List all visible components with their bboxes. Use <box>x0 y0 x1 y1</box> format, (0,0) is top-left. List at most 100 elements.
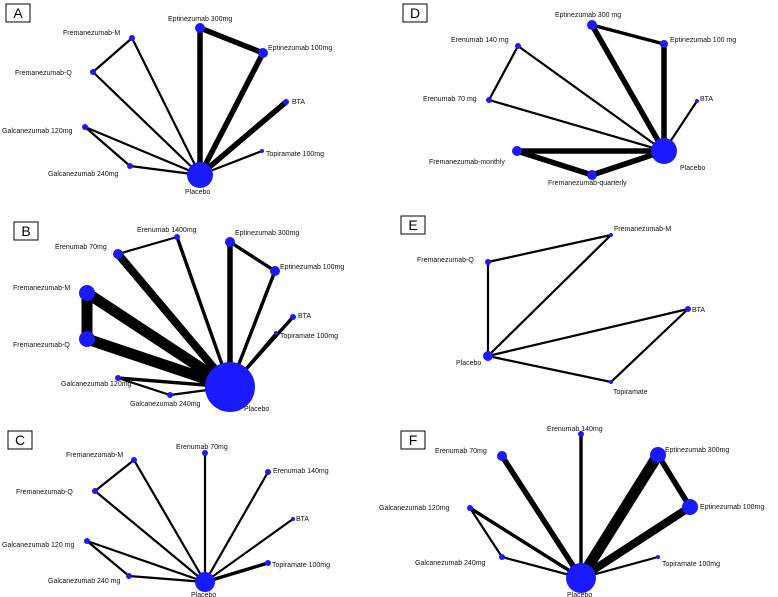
node-label-g120: Galcanezumab 120mg <box>379 505 450 512</box>
node-g240 <box>499 554 505 560</box>
edge-fm-fq <box>92 37 133 73</box>
edge-fq-pl <box>92 71 201 176</box>
panel-label: F <box>409 432 418 448</box>
node-label-g240: Galcanezumab 240 mg <box>48 578 120 585</box>
node-label-e300: Eptinezumab 300mg <box>168 16 232 23</box>
edge-e100-pl <box>197 51 266 177</box>
panel-label: D <box>410 5 420 21</box>
node-label-pl: Placebo <box>191 592 216 597</box>
edge-e140-pl <box>204 471 269 583</box>
node-bta <box>290 314 296 320</box>
node-label-e100: Eptinezumab 100mg <box>280 264 344 271</box>
node-label-g240: Galcanezumab 240mg <box>130 401 201 408</box>
node-label-fm: Fremanezumab-M <box>614 226 671 233</box>
node-fq <box>92 488 98 494</box>
node-label-top: Topiramate 100mg <box>272 562 330 569</box>
node-label-e300: Eptinezumab 300mg <box>665 447 729 454</box>
edge-fmo-fqu <box>516 148 593 178</box>
node-label-e300: Eptinezumab 300 mg <box>555 12 621 19</box>
node-e300 <box>225 237 235 247</box>
node-label-top: Topiramate 100mg <box>662 561 720 568</box>
panel-label-box <box>5 3 31 23</box>
node-label-e100: Eptinezumab 100mg <box>700 504 764 511</box>
node-label-fm: Fremanezumab-M <box>63 30 120 37</box>
node-e70 <box>497 451 507 461</box>
panel-label-box <box>402 3 428 23</box>
node-label-fq: Fremanezumab-Q <box>417 257 474 264</box>
panel-label-box <box>400 215 426 235</box>
edge-g120-pl <box>84 125 201 177</box>
node-label-g120: Galcanezumab 120mg <box>2 128 73 135</box>
node-pl <box>187 162 213 188</box>
node-g120 <box>84 538 90 544</box>
node-fq <box>90 69 96 75</box>
edge-fq-pl <box>94 490 206 583</box>
node-fm <box>129 35 135 41</box>
node-pl <box>205 362 255 412</box>
node-top <box>260 149 264 153</box>
node-label-e140: Erenumab 140 mg <box>451 37 509 44</box>
node-bta <box>685 306 691 312</box>
edge-g120-g240 <box>117 376 171 397</box>
node-label-pl: Placebo <box>185 189 210 196</box>
node-fq <box>79 331 95 347</box>
node-label-fm: Fremanezumab-M <box>13 285 70 292</box>
node-label-bta: BTA <box>296 516 309 523</box>
node-top <box>609 380 613 384</box>
edge-g120-g240 <box>86 540 130 577</box>
panel-label: E <box>408 217 417 233</box>
edge-fm-pl <box>83 288 234 392</box>
panel-label-box <box>400 430 426 450</box>
node-e140 <box>515 43 521 49</box>
edge-e300-e100 <box>198 25 265 56</box>
node-bta <box>291 517 295 521</box>
node-label-bta: BTA <box>700 96 713 103</box>
node-label-bta: BTA <box>292 99 305 106</box>
edge-bta-pl <box>204 518 294 583</box>
edge-fm-pl <box>133 459 206 583</box>
edge-e70-pl <box>114 251 234 390</box>
edge-e70-pl <box>499 454 584 580</box>
edge-e300-e100 <box>591 23 665 46</box>
node-e70 <box>486 97 492 103</box>
node-bta <box>695 99 699 103</box>
node-top <box>274 331 278 335</box>
node-e140 <box>265 469 271 475</box>
edge-fm-fq <box>94 459 135 492</box>
node-label-fqu: Fremanezumab-quarterly <box>548 180 627 187</box>
node-label-fq: Fremanezumab-Q <box>16 489 73 496</box>
node-e1400 <box>174 234 180 240</box>
node-label-e140: Erenumab 140mg <box>547 426 603 433</box>
node-pl <box>195 572 215 592</box>
node-label-e70: Erenumab 70mg <box>176 444 228 451</box>
node-label-top: Topiramate <box>613 389 648 396</box>
node-label-fq: Fremanezumab-Q <box>15 70 72 77</box>
panel-label: C <box>15 432 25 448</box>
node-e100 <box>660 40 668 48</box>
panel-e: E Fremanezumab-M Fremanezumab-Q BTA PlaceboT… <box>400 215 705 396</box>
node-label-pl: Placebo <box>456 360 481 367</box>
node-e70 <box>113 249 123 259</box>
node-label-fm: Fremanezumab-M <box>66 452 123 459</box>
node-e300 <box>587 20 597 30</box>
node-label-pl: Placebo <box>244 406 269 413</box>
edge-e1400-pl <box>175 236 232 388</box>
node-label-e100: Eptinezumab 100 mg <box>670 37 736 44</box>
node-label-g240: Galcanezumab 240mg <box>415 560 486 567</box>
node-label-bta: BTA <box>298 313 311 320</box>
node-label-e1400: Erenumab 1400mg <box>137 227 197 234</box>
panel-label-box <box>13 221 39 241</box>
node-label-e70: Erenumab 70mg <box>55 244 107 251</box>
node-e300 <box>195 23 205 33</box>
edge-g120-pl <box>469 506 582 580</box>
edge-g120-pl <box>86 539 206 584</box>
panel-label: A <box>13 5 23 21</box>
node-fq <box>485 259 491 265</box>
edge-g120-g240 <box>469 507 503 558</box>
panel-a: A Fremanezumab-M Eptinezumab 300mgEptinezu… <box>2 3 332 196</box>
node-fm <box>79 285 95 301</box>
node-label-bta: BTA <box>692 307 705 314</box>
node-label-e100: Eptinezumab 100mg <box>268 45 332 52</box>
